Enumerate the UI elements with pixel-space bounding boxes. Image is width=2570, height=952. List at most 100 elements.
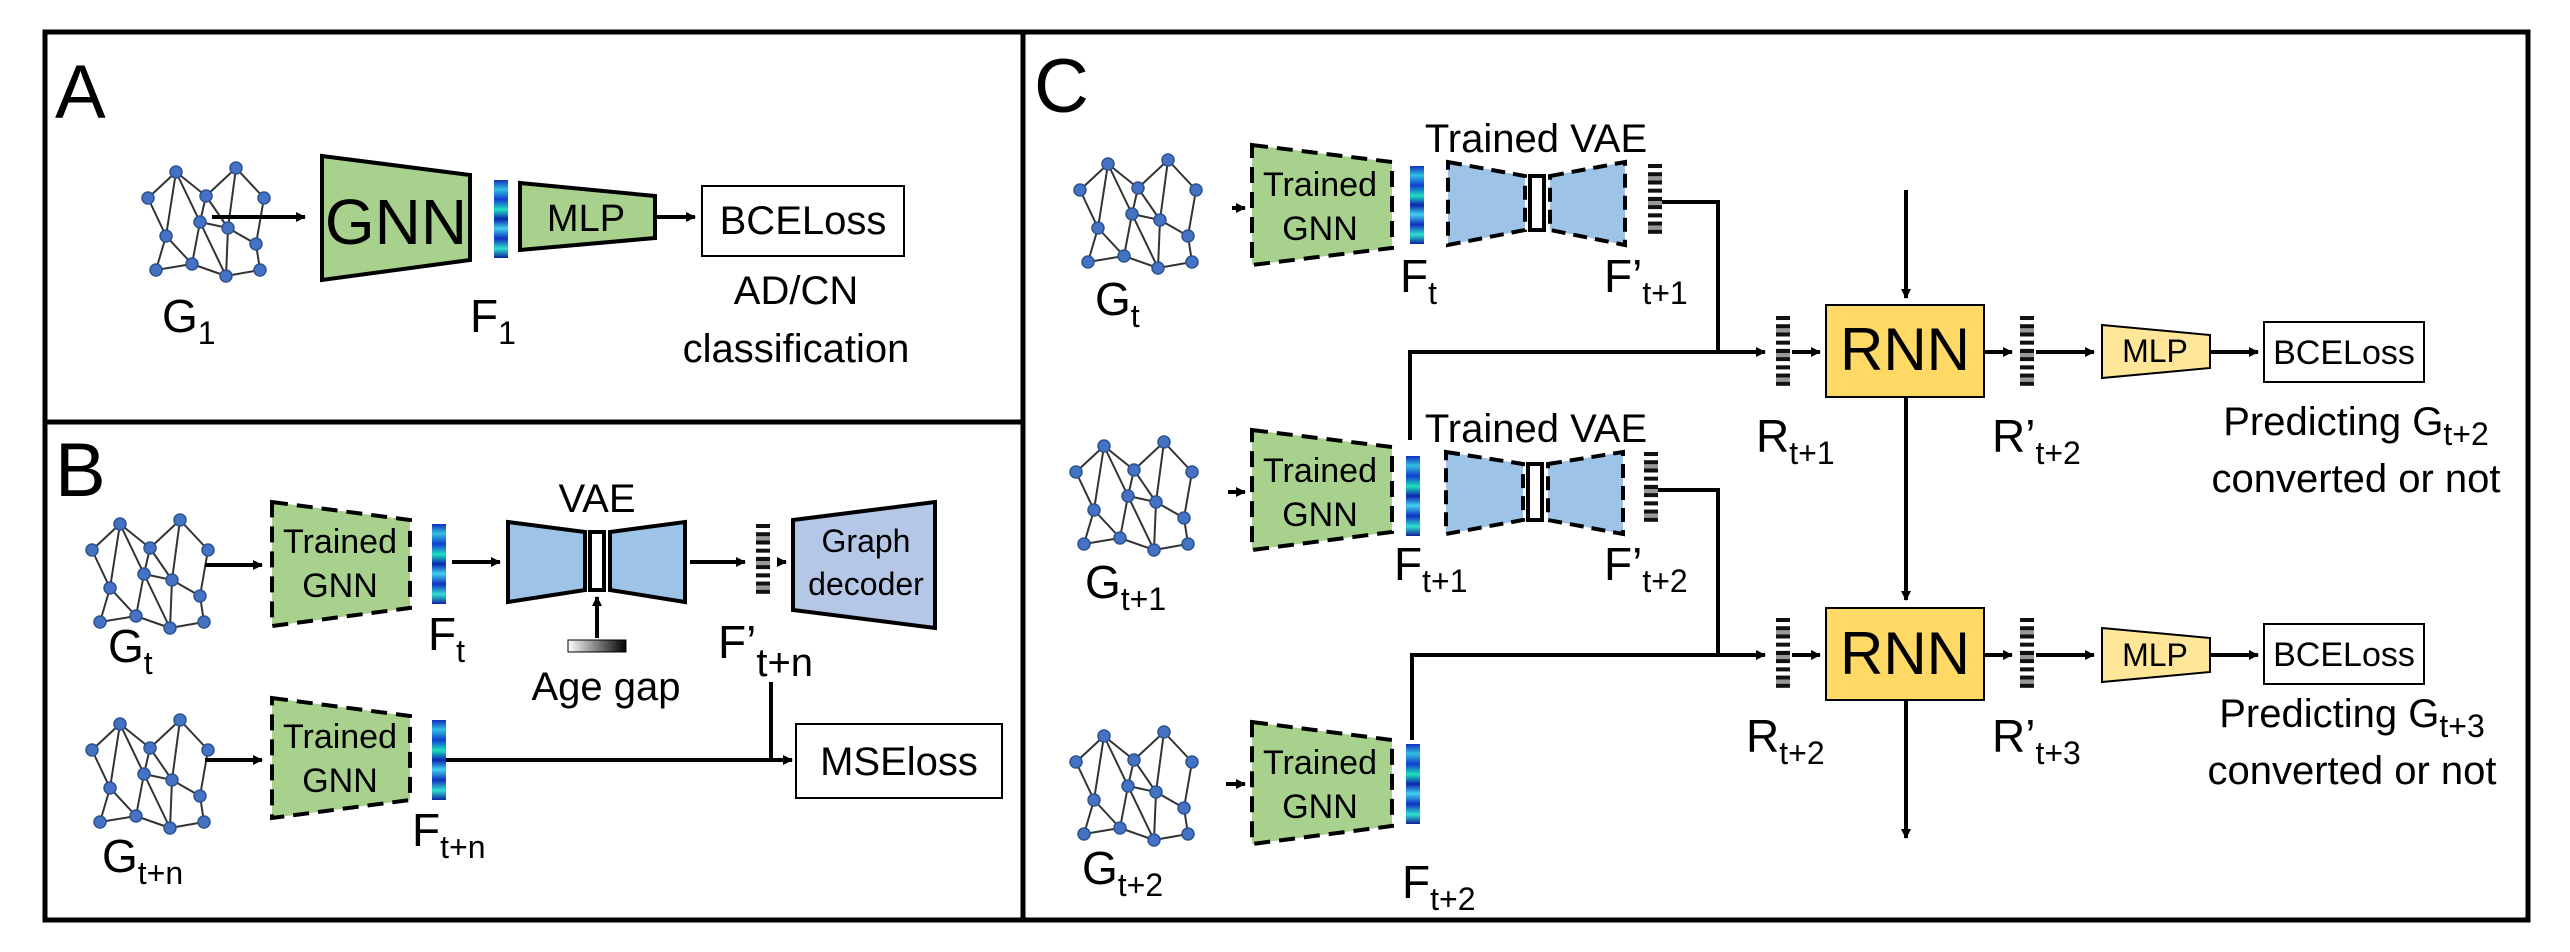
loss-box [2263,623,2425,685]
stripe [1648,164,1662,169]
feature-vector [1406,744,1420,824]
graph-node [229,161,243,175]
graph-node [1073,183,1087,197]
graph-edge [119,723,145,775]
stripe [756,544,770,549]
gnn-label: GNN [302,567,378,605]
graph-icon [1069,435,1199,557]
graph-edge [1133,731,1165,761]
stripe [2020,634,2034,639]
graph-node [169,165,183,179]
graph-label: Gt+1 [1085,556,1166,617]
stripe [1776,381,1790,386]
graph-label: Gt [1095,273,1140,334]
graph-node [221,221,235,235]
vae-decoder [608,519,687,605]
stripe [1776,328,1790,333]
graph-edge [1187,189,1197,237]
panel-a-letter: A [55,50,106,135]
stripe [1644,464,1658,469]
graph-node [185,257,199,271]
graph-node [165,573,179,587]
graph-edge [1167,159,1197,191]
stripe [1644,456,1658,461]
graph-edge [179,719,209,751]
graph-node [257,191,271,205]
graph-node [1147,543,1161,557]
stripe [2020,377,2034,382]
gnn-encoder-block [320,153,472,283]
stripe [1648,201,1662,206]
stripe [756,536,770,541]
graph-edge [199,221,227,277]
graph-edge [1097,163,1109,229]
decoder-label: Graph [822,523,911,559]
predicted-feature-label: F’t+1 [1604,250,1688,311]
stripe [1648,213,1662,218]
vae-title: Trained VAE [1425,117,1647,161]
connector [1410,653,1765,740]
stripe [2020,663,2034,668]
stripe [756,565,770,570]
r-prime-label: R’t+3 [1992,710,2081,771]
stripe [1648,184,1662,189]
stripe [1776,324,1790,329]
graph-edge [135,773,145,817]
stripe [1644,452,1658,457]
graph-node [93,615,107,629]
stripe [1776,618,1790,623]
graph-node [199,189,213,203]
graph-label: G1 [162,290,216,351]
feature-label: Ft+n [412,804,485,865]
stripe [1644,480,1658,485]
vae-encoder [1446,159,1527,248]
stripe [2020,683,2034,688]
graph-node [193,589,207,603]
graph-node [103,781,117,795]
stripe [1776,357,1790,362]
graph-node [129,609,143,623]
graph-edge [149,519,181,549]
graph-node [193,215,207,229]
stripe [1648,168,1662,173]
stripe [1648,221,1662,226]
graph-node [201,743,215,757]
stripe [2020,357,2034,362]
graph-node [197,815,211,829]
stripe [2020,320,2034,325]
predicted-feature-label: F’t+2 [1604,538,1688,599]
graph-edge [179,519,209,551]
graph-node [1185,755,1199,769]
stripe [1648,217,1662,222]
stripe [1776,361,1790,366]
predicted-feature-label: F’t+n [718,616,813,685]
graph-node [193,789,207,803]
graph-edge [165,171,177,237]
r-label: Rt+2 [1746,710,1825,771]
graph-node [1087,793,1101,807]
graph-node [173,713,187,727]
stripe [1776,373,1790,378]
stripe [1776,671,1790,676]
graph-edge [225,227,229,277]
graph-node [1157,725,1171,739]
stripe [1776,365,1790,370]
stripe [1776,385,1790,390]
graph-edge [147,197,167,237]
graph-node [173,513,187,527]
feature-vector [1406,456,1420,536]
graph-node [113,517,127,531]
graph-node [1153,213,1167,227]
gnn-label: Trained [283,523,397,561]
stripe [1644,472,1658,477]
age-gap-bar [567,639,627,653]
stripe [1776,646,1790,651]
stripe [2020,679,2034,684]
stripe [1644,489,1658,494]
loss-box [2263,321,2425,383]
stripe [1648,180,1662,185]
trained-gnn-block [270,499,412,629]
panel-b-letter: B [55,428,106,513]
trained-gnn-block [270,695,412,821]
